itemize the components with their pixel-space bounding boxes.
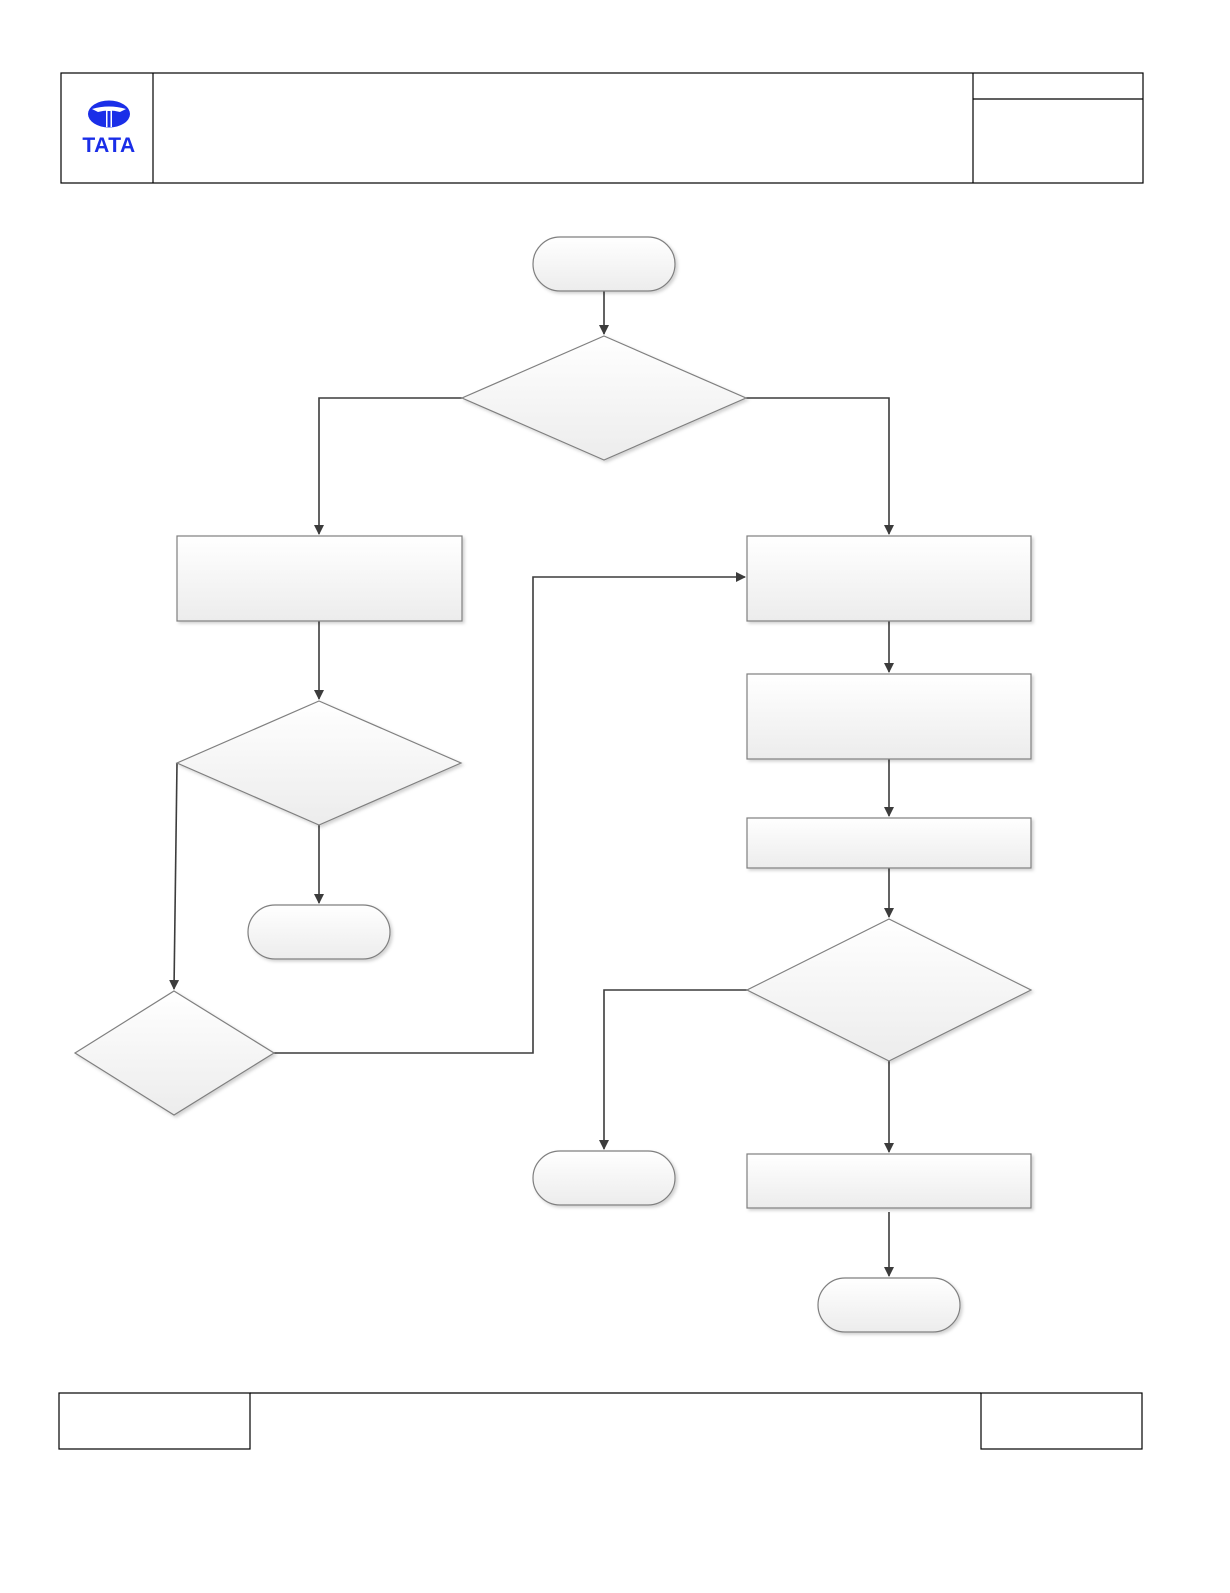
shapes: [73, 236, 1033, 1333]
header-block: [60, 72, 1144, 184]
left-terminal: [247, 904, 391, 960]
tata-logo-emblem-icon: [88, 100, 130, 128]
top-decision: [460, 335, 748, 461]
right-process-box-d: [746, 1153, 1032, 1209]
connector-decision-to-right-process: [746, 397, 894, 535]
connector-decision-to-left-process: [314, 397, 462, 535]
connectors: [169, 291, 894, 1277]
connector-lower-decision-to-right-process: [274, 572, 746, 1054]
connector-right-decision-to-terminal: [599, 989, 747, 1150]
middle-terminal: [532, 1150, 676, 1206]
right-process-box-a: [746, 535, 1032, 622]
connector-left-decision-to-lower-decision: [169, 762, 180, 990]
right-decision: [745, 918, 1033, 1062]
tata-logo-wordmark: TATA: [82, 134, 135, 157]
right-process-box-c: [746, 817, 1032, 869]
start-terminal: [532, 236, 676, 292]
left-decision: [175, 700, 463, 826]
footer-left-box: [58, 1392, 251, 1450]
header-frame: [60, 72, 1144, 184]
tata-logo: TATA: [82, 100, 135, 157]
right-process-box-b: [746, 673, 1032, 760]
left-process-box: [176, 535, 463, 622]
lower-left-decision: [73, 990, 276, 1116]
end-terminal: [817, 1277, 961, 1333]
footer-block: [58, 1392, 1143, 1450]
footer-right-box: [980, 1392, 1143, 1450]
